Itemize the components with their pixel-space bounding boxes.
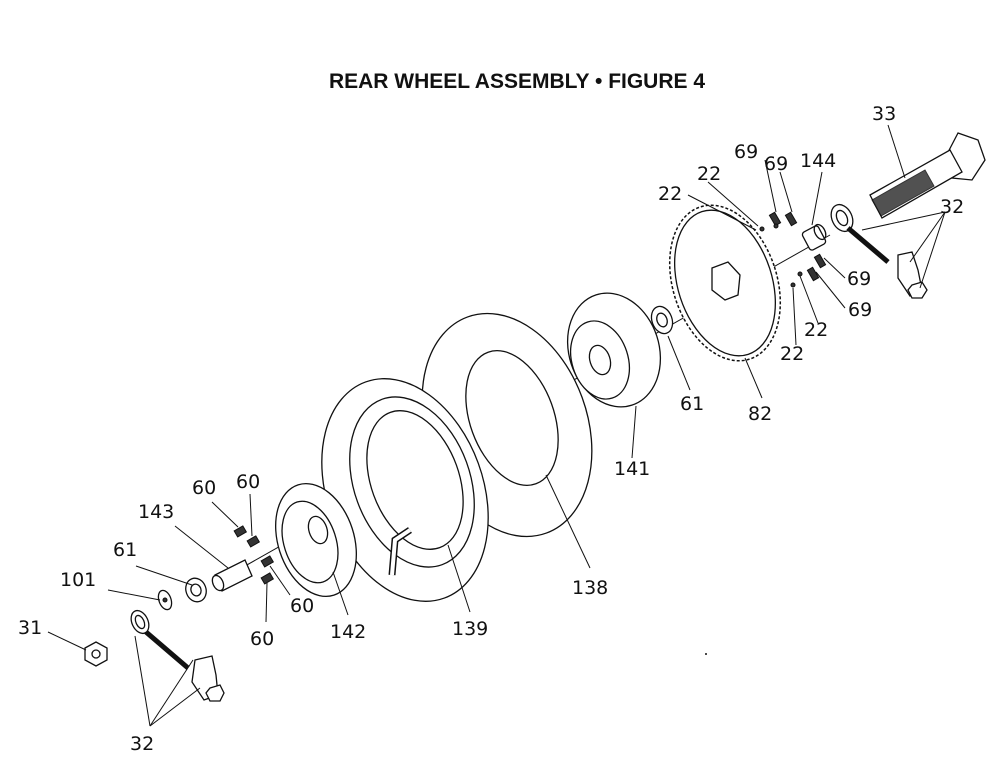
part-60-screws — [233, 525, 275, 585]
part-69-bolts-bottom — [790, 253, 827, 288]
callout-82: 82 — [748, 403, 772, 425]
callout-138: 138 — [572, 577, 608, 599]
callout-141: 141 — [614, 458, 650, 480]
callout-33: 33 — [872, 103, 896, 125]
part-82-sprocket — [668, 204, 782, 362]
part-32-bottom-eyebolt — [130, 609, 225, 702]
part-101-washer — [157, 589, 173, 611]
part-61-right-bearing — [650, 305, 674, 335]
callout-69b: 69 — [764, 153, 788, 175]
part-32-top-eyebolt — [830, 203, 928, 299]
callout-60d: 60 — [250, 628, 274, 650]
part-143-bushing — [211, 559, 253, 592]
callout-101: 101 — [60, 569, 96, 591]
callout-22b: 22 — [658, 183, 682, 205]
callout-61-left: 61 — [113, 539, 137, 561]
leader-lines — [47, 124, 946, 727]
callout-32-top: 32 — [940, 196, 964, 218]
callout-32-bottom: 32 — [130, 733, 154, 755]
figure-title: REAR WHEEL ASSEMBLY • FIGURE 4 — [328, 70, 706, 93]
part-69-bolts-top — [759, 211, 798, 232]
part-61-left-bearing — [185, 577, 207, 603]
callout-69c: 69 — [847, 268, 871, 290]
callout-69d: 69 — [848, 299, 872, 321]
callout-31: 31 — [18, 617, 42, 639]
callout-69a: 69 — [734, 141, 758, 163]
callout-142: 142 — [330, 621, 366, 643]
part-144-spacer — [801, 223, 827, 251]
callout-60a: 60 — [192, 477, 216, 499]
callout-22a: 22 — [697, 163, 721, 185]
callout-60c: 60 — [290, 595, 314, 617]
part-139-tube — [321, 378, 489, 602]
part-31-nut — [84, 641, 108, 667]
callout-144: 144 — [800, 150, 836, 172]
callout-22c: 22 — [804, 319, 828, 341]
callout-143: 143 — [138, 501, 174, 523]
part-142-hub-left — [275, 482, 357, 598]
part-33-bolt — [869, 132, 986, 219]
callout-139: 139 — [452, 618, 488, 640]
part-141-hub-right — [566, 292, 662, 408]
callout-22d: 22 — [780, 343, 804, 365]
callout-labels: 33 69 69 144 22 22 32 69 69 22 22 61 82 … — [18, 103, 964, 755]
callout-60b: 60 — [236, 471, 260, 493]
callout-61-right: 61 — [680, 393, 704, 415]
